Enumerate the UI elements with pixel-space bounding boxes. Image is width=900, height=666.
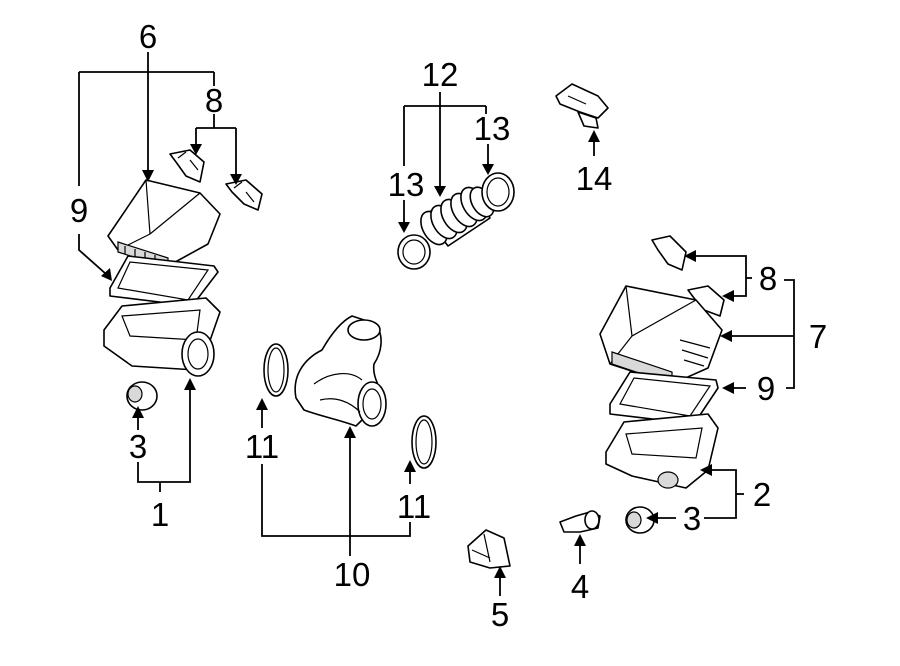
callout-12: 12 bbox=[422, 56, 459, 93]
callout-3-left: 3 bbox=[129, 428, 147, 465]
pcv-fitting bbox=[559, 510, 601, 533]
callout-9-right: 9 bbox=[757, 370, 775, 407]
left-clip-lower bbox=[225, 179, 263, 211]
center-leader-lines bbox=[256, 398, 416, 556]
callout-3-right: 3 bbox=[683, 500, 701, 537]
callout-13-right: 13 bbox=[474, 110, 511, 147]
callout-8-right: 8 bbox=[759, 260, 777, 297]
right-clip-upper bbox=[651, 235, 687, 271]
top-center-leader-lines bbox=[398, 92, 494, 233]
callout-1: 1 bbox=[151, 496, 169, 533]
callout-11-right: 11 bbox=[397, 488, 431, 525]
duct-clamp-right bbox=[411, 415, 437, 469]
right-air-filter bbox=[609, 371, 719, 425]
left-grommet bbox=[126, 381, 158, 411]
duct-clamp-left bbox=[263, 343, 289, 397]
callout-8-left: 8 bbox=[205, 82, 223, 119]
airflow-sensor bbox=[555, 83, 609, 129]
callout-11-left: 11 bbox=[245, 428, 279, 465]
right-grommet bbox=[625, 506, 655, 534]
callout-5: 5 bbox=[491, 596, 509, 633]
left-air-cleaner-body bbox=[103, 297, 221, 377]
callout-13-left: 13 bbox=[388, 166, 425, 203]
hose-clamp-left bbox=[397, 234, 431, 270]
inlet-duct bbox=[294, 315, 387, 427]
left-air-filter bbox=[109, 255, 219, 307]
sensor-leader bbox=[588, 130, 600, 156]
callout-14: 14 bbox=[576, 160, 613, 197]
small-bracket bbox=[467, 529, 511, 569]
right-clip-lower bbox=[687, 285, 725, 317]
right-air-cleaner-body bbox=[605, 413, 719, 489]
callout-10: 10 bbox=[334, 556, 371, 593]
callout-2: 2 bbox=[753, 476, 771, 513]
callout-6: 6 bbox=[139, 18, 157, 55]
callout-9-left: 9 bbox=[70, 192, 88, 229]
bellows-hose bbox=[420, 186, 495, 247]
left-clip-upper bbox=[169, 149, 205, 183]
callout-4: 4 bbox=[571, 568, 589, 605]
right-leader-lines bbox=[494, 250, 795, 596]
left-air-cleaner-cover bbox=[107, 179, 221, 269]
hose-clamp-right bbox=[481, 172, 515, 212]
callout-7: 7 bbox=[809, 318, 827, 355]
left-leader-lines bbox=[78, 52, 242, 492]
